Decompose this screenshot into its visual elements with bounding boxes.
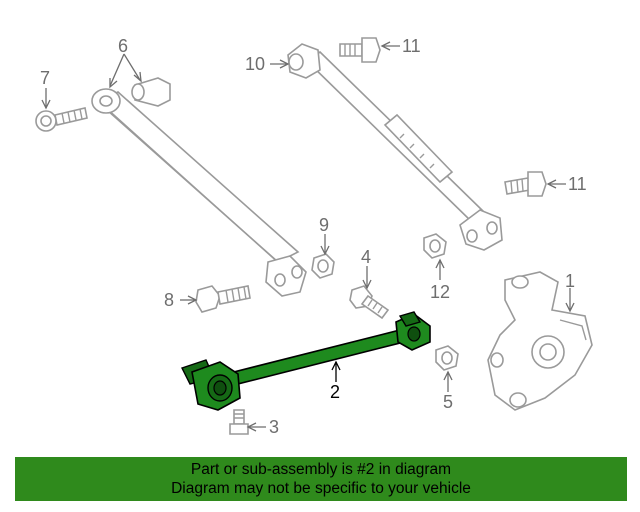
upper-right-adjust-link[interactable] [287, 43, 503, 251]
banner-line-2: Diagram may not be specific to your vehi… [171, 480, 471, 497]
bolt-3[interactable] [229, 409, 249, 435]
callout-11-right: 11 [568, 174, 587, 194]
leader-lines [41, 41, 575, 432]
callout-3: 3 [269, 417, 279, 437]
bushing[interactable] [131, 77, 171, 107]
callout-5: 5 [443, 392, 453, 412]
nut-9[interactable] [311, 253, 335, 279]
callout-1: 1 [565, 271, 575, 291]
bolt-7[interactable] [35, 107, 88, 132]
callout-labels: 1 2 3 4 5 6 7 8 9 10 11 11 12 [40, 36, 587, 437]
info-banner: Part or sub-assembly is #2 in diagram Di… [15, 457, 627, 501]
callout-7: 7 [40, 68, 50, 88]
exploded-parts-diagram: 1 2 3 4 5 6 7 8 9 10 11 11 12 [35, 36, 593, 437]
nut-5[interactable] [435, 345, 459, 371]
lower-control-arm-highlighted[interactable] [181, 311, 431, 411]
callout-4: 4 [361, 247, 371, 267]
callout-11-top: 11 [402, 36, 421, 56]
callout-12: 12 [430, 282, 450, 302]
bolt-11-right[interactable] [504, 171, 547, 197]
banner-line-1: Part or sub-assembly is #2 in diagram [190, 461, 452, 478]
bolt-11-top[interactable] [339, 37, 381, 63]
bolt-8[interactable] [195, 285, 251, 313]
callout-6: 6 [118, 36, 128, 56]
knuckle[interactable] [487, 271, 593, 411]
callout-2: 2 [330, 382, 340, 402]
callout-10: 10 [245, 54, 265, 74]
upper-left-arm[interactable] [91, 88, 307, 297]
callout-9: 9 [319, 215, 329, 235]
callout-8: 8 [164, 290, 174, 310]
nut-12[interactable] [423, 233, 447, 259]
bolt-4[interactable] [349, 285, 390, 320]
